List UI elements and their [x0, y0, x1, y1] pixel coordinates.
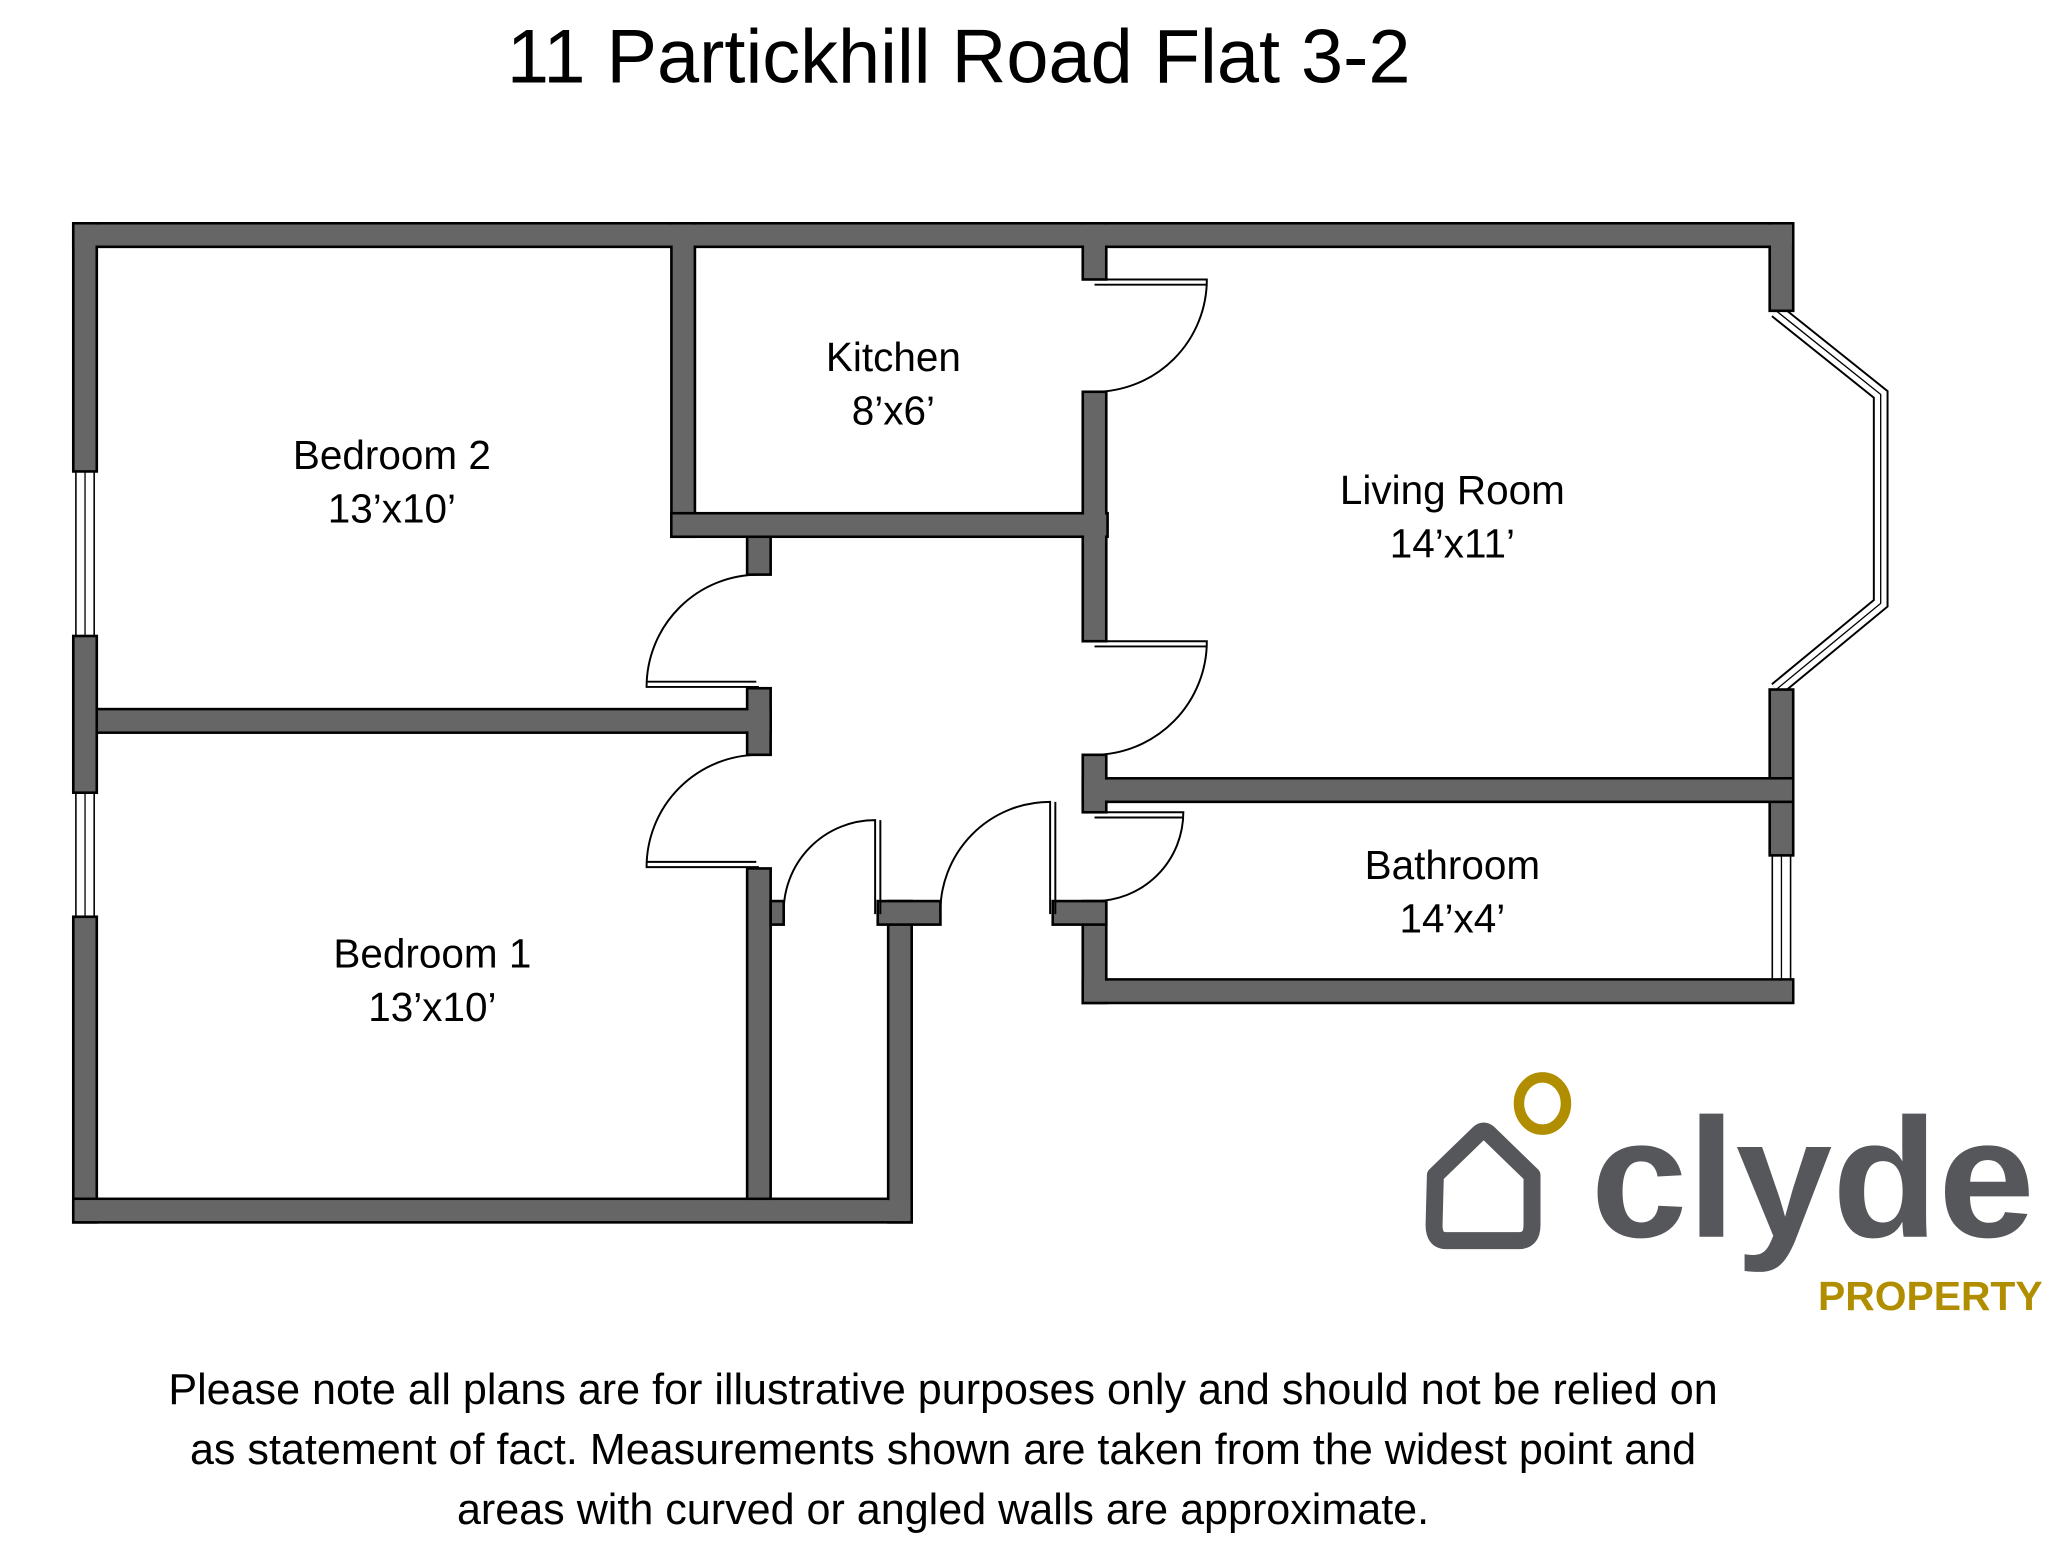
room-size: 13’x10’ [328, 485, 456, 531]
room-bedroom-2: Bedroom 2 13’x10’ [293, 432, 491, 532]
floor-plan: Bedroom 2 13’x10’ Kitchen 8’x6’ Living R… [71, 222, 1889, 1224]
room-living-room: Living Room 14’x11’ [1340, 467, 1565, 567]
room-kitchen: Kitchen 8’x6’ [826, 334, 961, 434]
windows [75, 304, 1889, 981]
disclaimer: Please note all plans are for illustrati… [168, 1366, 1717, 1534]
room-bathroom: Bathroom 14’x4’ [1365, 842, 1540, 942]
room-size: 13’x10’ [368, 984, 496, 1030]
walls [71, 222, 1795, 1224]
doors [645, 278, 1208, 915]
room-size: 14’x4’ [1399, 895, 1505, 941]
room-name: Bedroom 1 [333, 931, 531, 977]
logo-brand: clyde [1591, 1083, 2035, 1273]
room-name: Bathroom [1365, 842, 1540, 888]
clyde-property-logo: clyde PROPERTY [1425, 1072, 2043, 1319]
circle-icon [1513, 1072, 1572, 1135]
room-name: Living Room [1340, 467, 1565, 513]
room-bedroom-1: Bedroom 1 13’x10’ [333, 931, 531, 1031]
room-name: Kitchen [826, 334, 961, 380]
logo-sub: PROPERTY [1818, 1273, 2043, 1319]
room-size: 14’x11’ [1390, 521, 1515, 567]
disclaimer-line: areas with curved or angled walls are ap… [457, 1486, 1429, 1534]
room-size: 8’x6’ [852, 387, 935, 433]
house-icon [1425, 1122, 1541, 1250]
page-title: 11 Partickhill Road Flat 3-2 [507, 14, 1411, 99]
room-name: Bedroom 2 [293, 432, 491, 478]
disclaimer-line: Please note all plans are for illustrati… [168, 1366, 1717, 1414]
disclaimer-line: as statement of fact. Measurements shown… [190, 1426, 1696, 1474]
